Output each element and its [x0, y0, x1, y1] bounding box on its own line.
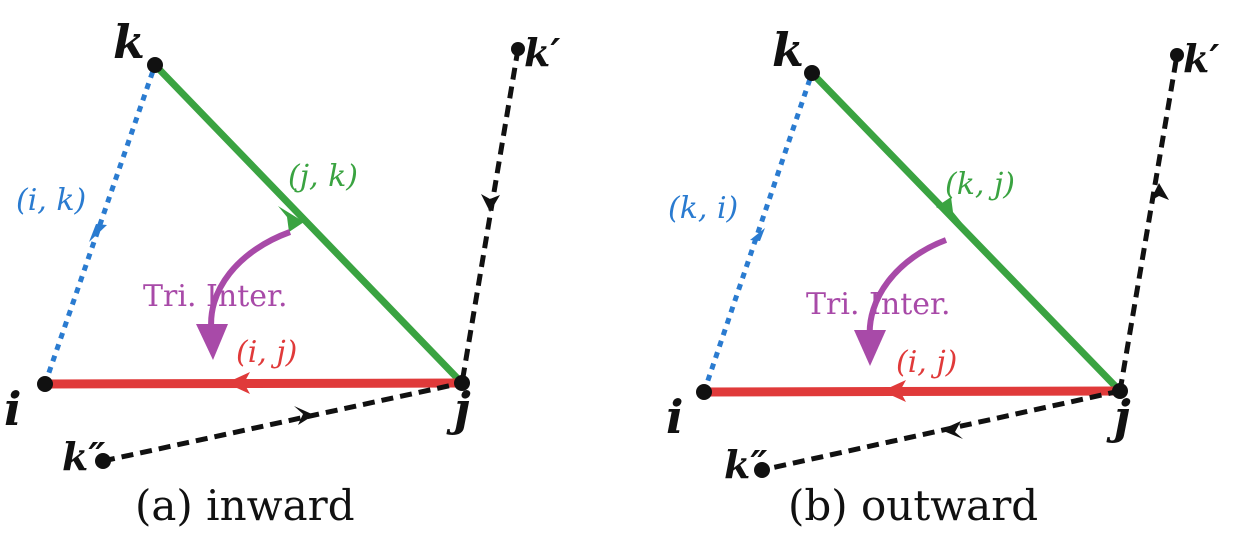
edge-black-kdprime-j: [102, 380, 463, 464]
panel-a: k k′ i j k″ (i, k) (j, k) (i, j) Tri. In…: [4, 15, 560, 530]
label-node-kdprime: k″: [724, 442, 767, 487]
edge-green-kj: [809, 70, 1123, 394]
tri-inter-arrowhead: [196, 324, 228, 360]
panel-b: k k′ i j k″ (k, i) (k, j) (i, j) Tri. In…: [666, 23, 1219, 530]
label-edge-green: (k, j): [945, 167, 1015, 202]
node-kdprime: [754, 462, 770, 478]
edge-black-j-kdprime: [761, 388, 1121, 473]
node-kprime: [1170, 48, 1184, 62]
node-j: [1112, 383, 1128, 399]
label-edge-green: (j, k): [288, 159, 358, 194]
label-node-kdprime: k″: [62, 434, 105, 479]
arrow-black-kprime: [481, 194, 500, 212]
caption-panel-b: (b) outward: [788, 481, 1038, 530]
arrow-green: [278, 206, 304, 232]
arrow-black-kdprime: [941, 421, 963, 439]
edge-blue-ik: [701, 72, 815, 393]
tri-inter-arrowhead: [854, 330, 886, 366]
label-edge-blue: (k, i): [668, 191, 738, 226]
label-node-j: j: [1106, 390, 1131, 444]
arrow-black-kprime: [1150, 183, 1169, 201]
arrow-green: [936, 197, 962, 223]
edge-red-ij: [703, 386, 1121, 397]
node-j: [454, 375, 470, 391]
edge-black-kprime-j: [459, 48, 521, 384]
node-kprime: [511, 42, 525, 56]
tri-inter-arrow: [866, 237, 948, 341]
annotation-tri-inter: Tri. Inter.: [806, 287, 951, 322]
arrow-black-kdprime: [294, 406, 314, 425]
tri-inter-arrow: [208, 229, 292, 336]
node-k: [804, 65, 820, 81]
arrow-blue: [750, 228, 765, 241]
node-k: [147, 57, 163, 73]
caption-panel-a: (a) inward: [135, 481, 355, 530]
edge-black-j-kprime: [1117, 54, 1180, 392]
label-node-i: i: [4, 382, 21, 436]
edge-green-kj: [152, 62, 465, 386]
arrow-red: [882, 380, 906, 402]
label-node-k: k: [113, 15, 145, 69]
label-node-kprime: k′: [1183, 36, 1219, 81]
label-node-j: j: [446, 382, 471, 436]
label-node-i: i: [666, 390, 683, 444]
node-kdprime: [95, 453, 111, 469]
arrow-red: [226, 372, 250, 394]
node-i: [37, 376, 53, 392]
annotation-tri-inter: Tri. Inter.: [143, 279, 288, 314]
arrow-blue: [89, 224, 107, 242]
label-edge-red: (i, j): [896, 345, 957, 380]
label-edge-blue: (i, k): [16, 183, 86, 218]
label-edge-red: (i, j): [236, 335, 297, 370]
label-node-kprime: k′: [524, 30, 560, 75]
edge-red-ij: [44, 378, 463, 389]
label-node-k: k: [772, 23, 804, 77]
node-i: [696, 384, 712, 400]
